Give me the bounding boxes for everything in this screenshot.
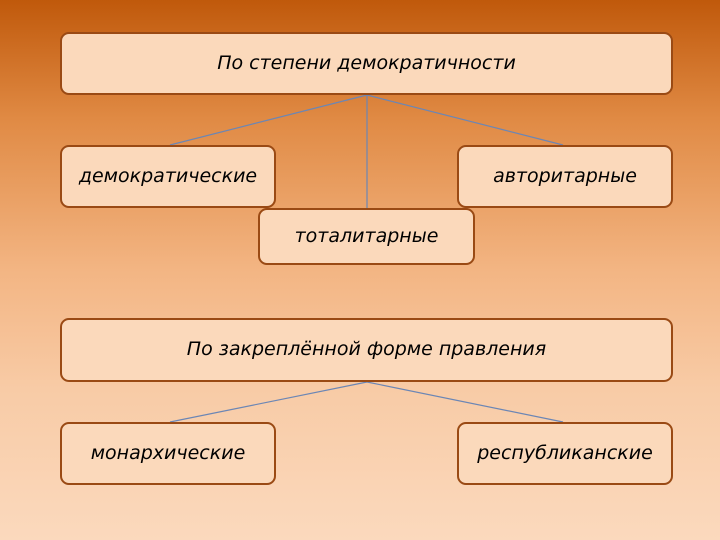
node-totalitarian: тоталитарные [258, 208, 475, 265]
node-democratic: демократические [60, 145, 276, 208]
node-label: монархические [90, 441, 246, 464]
node-republican: республиканские [457, 422, 673, 485]
node-label: демократические [78, 164, 258, 187]
node-monarchic: монархические [60, 422, 276, 485]
group-header-government-form: По закреплённой форме правления [60, 318, 673, 382]
connector-header2-monarchic [169, 381, 368, 423]
group-header-label: По закреплённой форме правления [186, 338, 547, 361]
group-header-label: По степени демократичности [217, 51, 516, 74]
node-authoritarian: авторитарные [457, 145, 673, 208]
connector-header2-republican [366, 381, 564, 423]
node-label: тоталитарные [294, 224, 439, 247]
group-header-democracy-degree: По степени демократичности [60, 32, 673, 95]
connector-header1-authoritarian [366, 94, 564, 146]
node-label: республиканские [477, 441, 653, 464]
node-label: авторитарные [493, 164, 637, 187]
connector-header1-democratic [169, 94, 368, 146]
